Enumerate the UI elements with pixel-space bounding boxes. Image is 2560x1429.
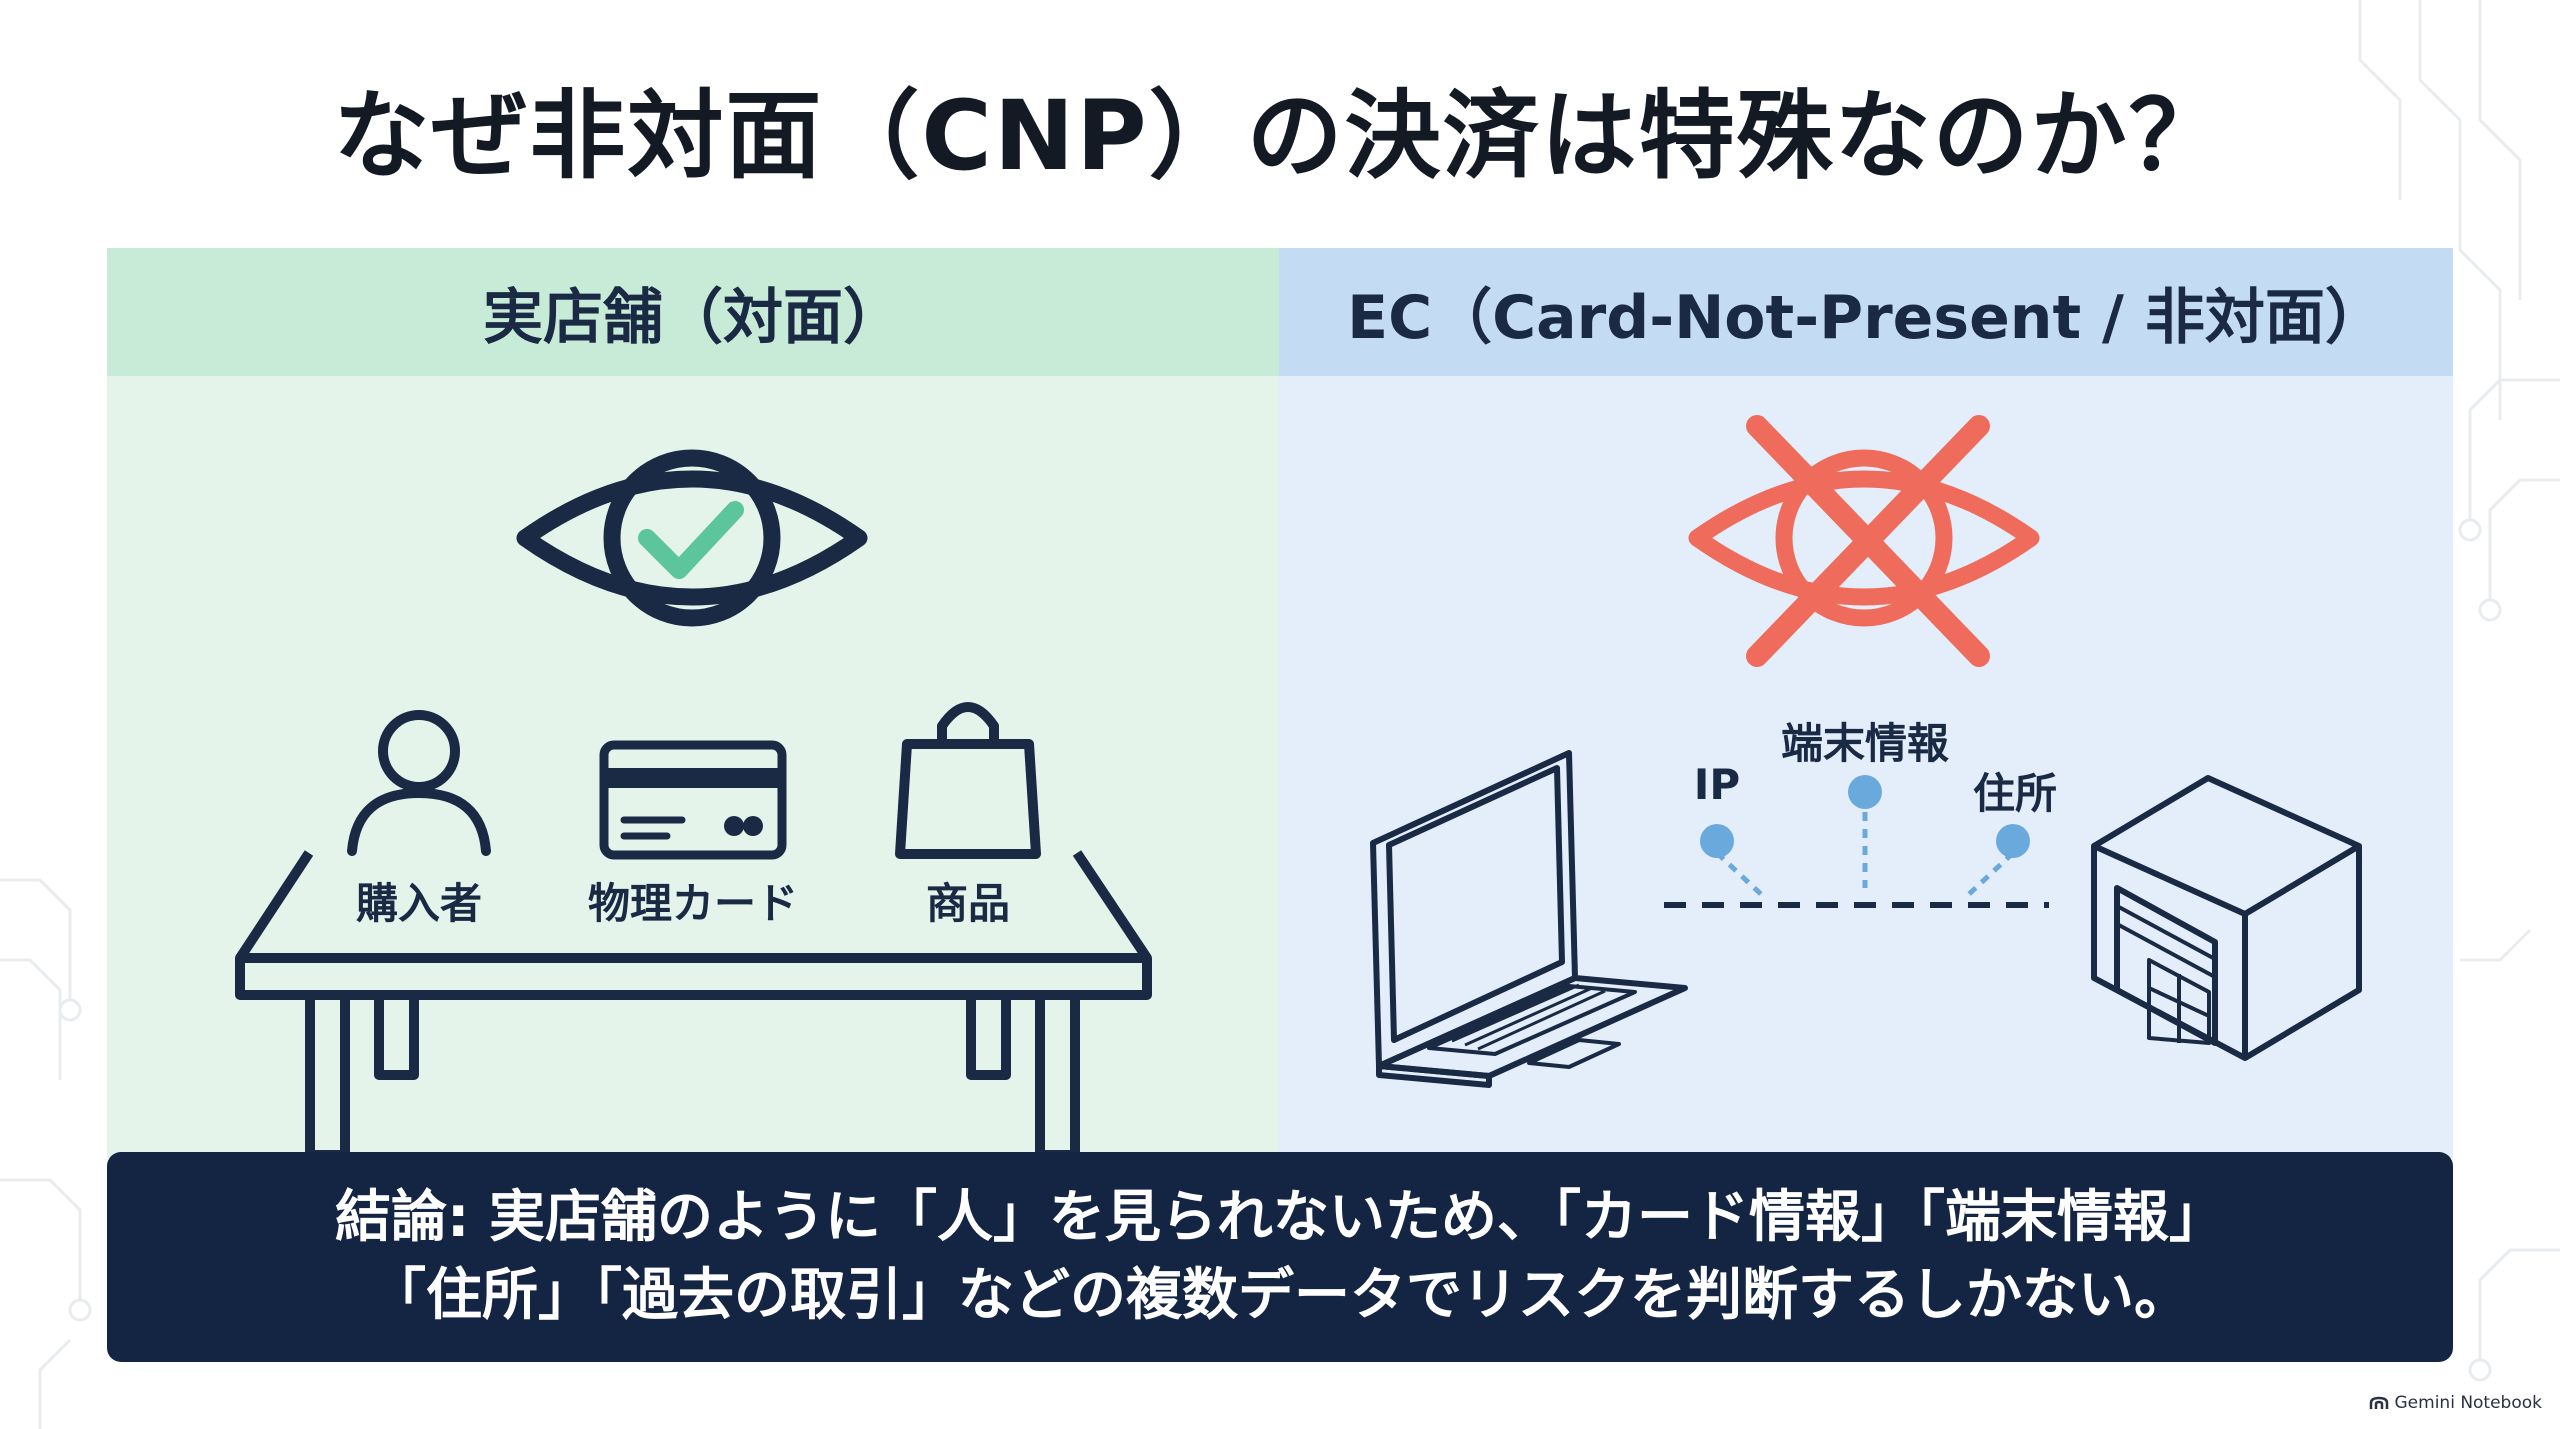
ec-panel: EC（Card-Not-Present / 非対面） xyxy=(1279,248,2453,1158)
address-label: 住所 xyxy=(1972,769,2058,818)
credit-card-icon xyxy=(599,740,787,860)
warehouse-icon xyxy=(2091,775,2362,1061)
watermark: Gemini Notebook xyxy=(2369,1393,2543,1413)
address-node xyxy=(1996,824,2030,858)
in-store-scene xyxy=(235,449,1152,1158)
device-info-label: 端末情報 xyxy=(1780,719,1950,768)
shopping-bag-icon xyxy=(895,702,1041,859)
laptop-icon xyxy=(1370,750,1688,1088)
data-connection xyxy=(1664,775,2049,908)
conclusion-line-1: 結論: 実店舗のように「人」を見られないため、「カード情報」「端末情報」 xyxy=(335,1185,2225,1250)
ip-node xyxy=(1700,824,1734,858)
table-icon xyxy=(235,850,1152,1158)
eye-cross-icon xyxy=(1688,415,2040,667)
eye-check-icon xyxy=(516,449,868,627)
conclusion-line-2: 「住所」「過去の取引」などの複数データでリスクを判断するしかない。 xyxy=(370,1263,2190,1328)
device-node xyxy=(1848,775,1882,809)
product-label: 商品 xyxy=(925,879,1011,928)
buyer-label: 購入者 xyxy=(355,879,483,928)
in-store-panel-header: 実店舗（対面） xyxy=(107,248,1279,376)
conclusion-banner: 結論: 実店舗のように「人」を見られないため、「カード情報」「端末情報」 「住所… xyxy=(107,1152,2453,1362)
notebook-icon xyxy=(2369,1396,2388,1409)
in-store-panel: 実店舗（対面） xyxy=(107,248,1279,1158)
person-icon xyxy=(347,710,491,856)
ip-label: IP xyxy=(1693,760,1741,809)
ec-panel-header: EC（Card-Not-Present / 非対面） xyxy=(1279,248,2453,376)
ec-scene xyxy=(1370,415,2362,1088)
watermark-text: Gemini Notebook xyxy=(2394,1393,2543,1413)
physical-card-label: 物理カード xyxy=(587,879,799,928)
page-title: なぜ非対面（CNP）の決済は特殊なのか？ xyxy=(333,80,2227,192)
